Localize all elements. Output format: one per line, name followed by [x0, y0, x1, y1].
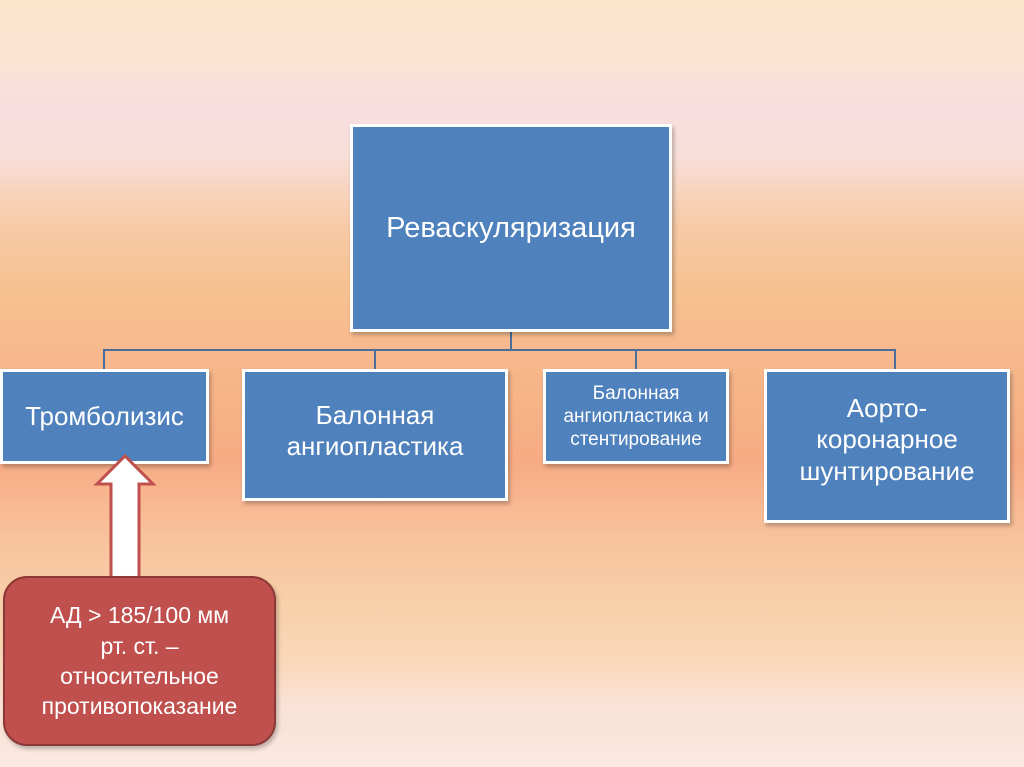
root-node-label: Реваскуляризация — [386, 211, 636, 244]
child-node-label: Балонная ангиопластика и стентирование — [563, 383, 709, 450]
root-node-revascularization: Реваскуляризация — [350, 124, 672, 332]
up-arrow-icon — [93, 453, 157, 584]
child-node-label: Тромболизис — [25, 400, 184, 431]
child-node-thrombolysis: Тромболизис — [0, 369, 209, 464]
child-node-angioplasty-stenting: Балонная ангиопластика и стентирование — [543, 369, 729, 464]
contraindication-note-text: АД > 185/100 мм рт. ст. – относительное … — [41, 602, 238, 720]
child-node-bypass-surgery: Аорто- коронарное шунтирование — [764, 369, 1010, 523]
child-node-balloon-angioplasty: Балонная ангиопластика — [242, 369, 508, 501]
contraindication-note: АД > 185/100 мм рт. ст. – относительное … — [3, 576, 276, 746]
child-node-label: Аорто- коронарное шунтирование — [799, 393, 975, 486]
child-node-label: Балонная ангиопластика — [286, 399, 464, 461]
